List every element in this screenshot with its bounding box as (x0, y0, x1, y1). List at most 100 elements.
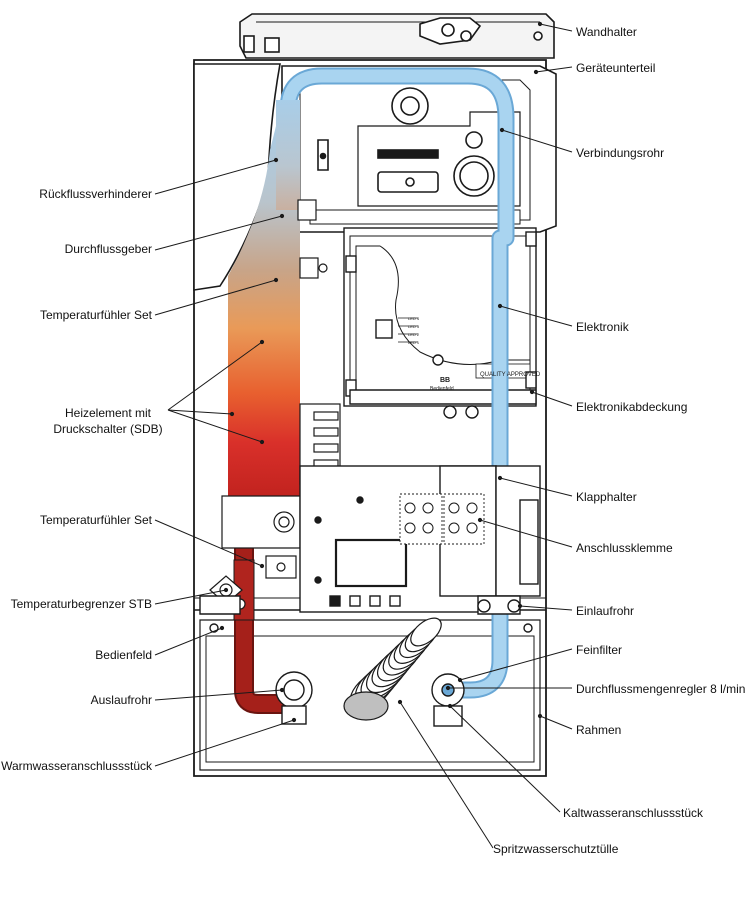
terminal-screw (448, 502, 460, 514)
terminal-screw (466, 522, 478, 534)
label-anschlussklemme: Anschlussklemme (576, 541, 673, 555)
label-auslaufrohr: Auslaufrohr (90, 693, 152, 707)
leader-dot (273, 157, 279, 163)
leader-line (535, 66, 573, 73)
leader-line (519, 605, 573, 611)
label-temperaturbegrenzer-stb: Temperaturbegrenzer STB (10, 597, 152, 611)
label-heizelement-line1: Heizelement mit (64, 406, 152, 420)
leader-dot (457, 677, 463, 683)
leader-dot (223, 587, 229, 593)
quality-approved-text: QUALITY APPROVED (480, 372, 541, 378)
leader-line (154, 215, 283, 251)
label-elektronikabdeckung: Elektronikabdeckung (576, 400, 688, 414)
label-klapphalter: Klapphalter (576, 490, 637, 504)
leader-line (539, 715, 573, 730)
led4-text: LED 4 (408, 316, 420, 321)
electronics-cover (299, 389, 537, 466)
terminal-screw (448, 522, 460, 534)
leader-dot (259, 563, 265, 569)
label-warmwasseranschlussstueck: Warmwasseranschlussstück (1, 759, 152, 773)
label-einlaufrohr: Einlaufrohr (576, 604, 635, 618)
bedienfeld-word-text: Bedienfeld (430, 386, 454, 392)
board-labels: QUALITY APPROVED BB Bedienfeld LED 4 LED… (408, 316, 541, 392)
heating-element (228, 100, 300, 500)
label-spritzwasserschutztuelle: Spritzwasserschutztülle (493, 842, 619, 856)
leader-line (154, 279, 277, 316)
leader-dot (259, 339, 265, 345)
terminal-screw (466, 502, 478, 514)
leader-dot (517, 603, 523, 609)
leader-line (154, 159, 277, 195)
splash-protection-bellows (343, 617, 442, 721)
bedienfeld-mark-text: BB (440, 377, 450, 384)
leader-dot (279, 687, 285, 693)
wall-bracket (239, 13, 555, 59)
led3-text: LED 3 (408, 324, 420, 329)
leader-dot (447, 703, 453, 709)
device-lower-part (281, 65, 557, 233)
label-elektronik: Elektronik (576, 320, 629, 334)
label-durchflussgeber: Durchflussgeber (64, 242, 152, 256)
leader-line (499, 305, 573, 327)
bottom-fittings (199, 595, 533, 727)
leader-line (154, 689, 283, 701)
label-heizelement-line2: Druckschalter (SDB) (53, 422, 163, 436)
leader-dot (499, 127, 505, 133)
cold-water-pipe (279, 67, 515, 699)
leader-line (154, 589, 227, 605)
leader-dot (397, 699, 403, 705)
led2-text: LED 2 (408, 332, 420, 337)
leader-dot (273, 277, 279, 283)
leader-dot (529, 389, 535, 395)
leader-dot (477, 517, 483, 523)
label-wandhalter: Wandhalter (576, 25, 637, 39)
leader-line (459, 648, 573, 681)
leader-dot (537, 21, 543, 27)
label-geraeteunterteil: Geräteunterteil (576, 61, 656, 75)
leader-dot (445, 685, 451, 691)
leader-line (499, 477, 573, 497)
leader-line (539, 23, 573, 32)
terminal-area (299, 465, 541, 613)
terminal-screw (422, 502, 434, 514)
leader-line (449, 705, 561, 813)
terminal-screw (404, 502, 416, 514)
leader-line (154, 719, 295, 767)
leader-line (531, 391, 573, 407)
label-bedienfeld: Bedienfeld (95, 648, 152, 662)
bellows-ring (410, 617, 442, 647)
leader-line (167, 409, 233, 415)
bellows-mouth (343, 691, 389, 721)
left-components (206, 199, 341, 610)
leader-dot (497, 303, 503, 309)
label-temperaturfuehler-set-1: Temperaturfühler Set (39, 308, 152, 322)
terminal-screws (404, 502, 478, 534)
leader-line (479, 519, 573, 548)
label-verbindungsrohr: Verbindungsrohr (576, 146, 665, 160)
led1-text: LED 1 (408, 340, 420, 345)
leader-line (167, 409, 263, 443)
label-kaltwasseranschlussstueck: Kaltwasseranschlussstück (563, 806, 704, 820)
hot-water-pipe (233, 500, 292, 714)
leader-dot (219, 625, 225, 631)
leader-dot (279, 213, 285, 219)
leader-lines (154, 21, 573, 849)
label-feinfilter: Feinfilter (576, 643, 623, 657)
label-temperaturfuehler-set-2: Temperaturfühler Set (39, 513, 152, 527)
terminal-screw (422, 522, 434, 534)
leader-line (154, 627, 223, 656)
leader-dot (533, 69, 539, 75)
leader-line (167, 341, 263, 411)
leader-line (501, 129, 573, 153)
terminal-screw (404, 522, 416, 534)
leader-line (399, 701, 494, 849)
label-rueckflussverhinderer: Rückflussverhinderer (39, 187, 152, 201)
label-rahmen: Rahmen (576, 723, 622, 737)
leader-dot (537, 713, 543, 719)
leader-dot (291, 717, 297, 723)
label-durchflussmengenregler: Durchflussmengenregler 8 l/min (576, 682, 746, 696)
leader-dot (259, 439, 265, 445)
leader-dot (229, 411, 235, 417)
